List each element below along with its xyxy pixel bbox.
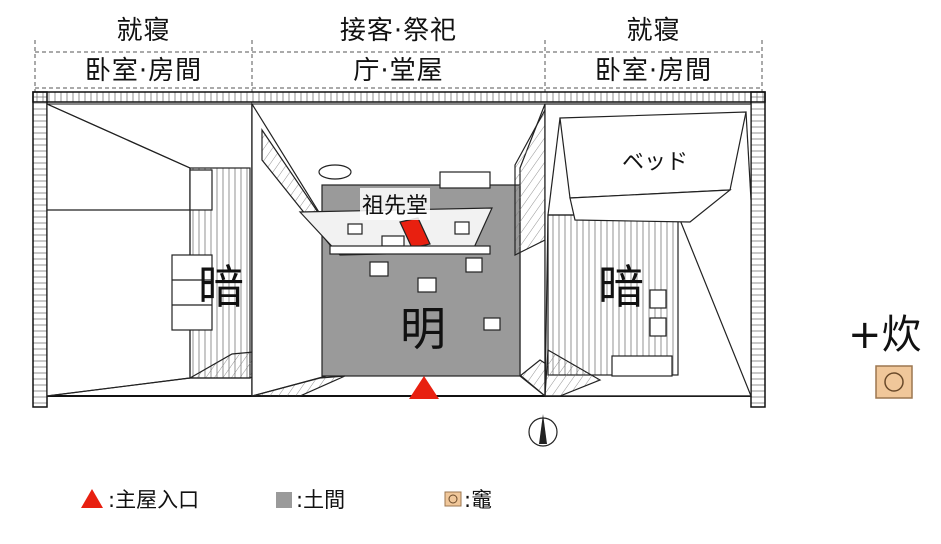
header-frame <box>34 40 763 92</box>
entrance-triangle-icon <box>409 376 439 399</box>
right-room-light: 暗 <box>598 260 644 314</box>
legend-stove: :竈 <box>464 484 492 514</box>
legend-dirt-floor-label: :土間 <box>296 488 346 512</box>
legend-triangle-icon <box>81 489 103 508</box>
legend-gray-square-icon <box>276 492 292 508</box>
center-room-name: 庁·堂屋 <box>353 56 444 86</box>
legend-dirt-floor: :土間 <box>296 484 345 514</box>
legend-entrance: :主屋入口 <box>108 484 199 514</box>
right-room-purpose: 就寝 <box>626 16 681 46</box>
left-room-purpose: 就寝 <box>116 16 171 46</box>
legend-entrance-label: :主屋入口 <box>108 488 200 512</box>
stove-icon <box>875 365 913 399</box>
center-room-light: 明 <box>400 302 446 356</box>
bed-label: ベッド <box>622 150 689 175</box>
left-room <box>46 103 321 397</box>
left-room-light: 暗 <box>198 260 244 314</box>
legend-stove-label: :竈 <box>464 488 493 512</box>
right-room-name: 卧室·房間 <box>594 56 713 86</box>
north-compass-icon <box>528 414 558 447</box>
legend-stove-icon <box>444 491 462 507</box>
kitchen-label: +炊 <box>848 312 922 358</box>
center-room-purpose: 接客·祭祀 <box>339 16 458 46</box>
right-room <box>544 103 752 397</box>
left-room-name: 卧室·房間 <box>84 56 203 86</box>
altar-label: 祖先堂 <box>360 188 431 220</box>
